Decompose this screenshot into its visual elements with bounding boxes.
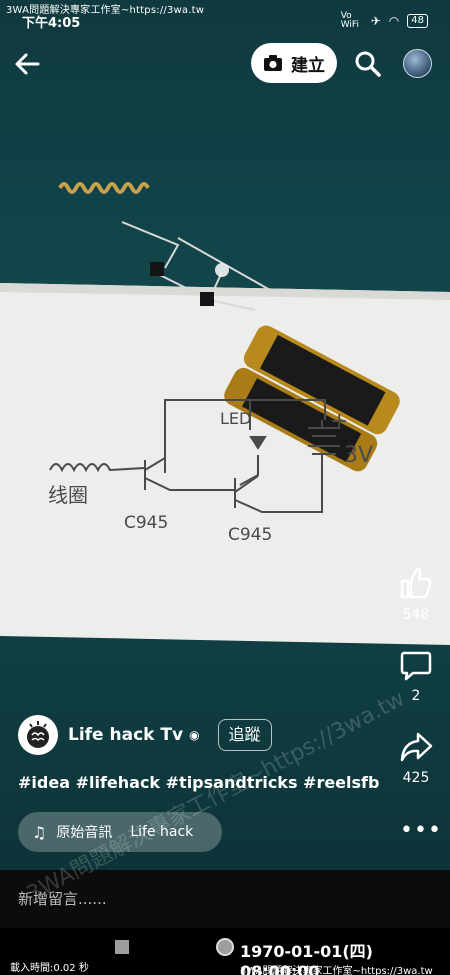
sketch-label-plus: + — [330, 409, 348, 434]
sketch-label-transistor1: C945 — [124, 513, 168, 533]
status-icons: Vo WiFi ✈ ◠ 48 — [341, 12, 428, 30]
create-button-label: 建立 — [291, 55, 325, 76]
sketch-label-transistor2: C945 — [228, 525, 272, 545]
audio-pill[interactable]: ♫ 原始音訊 Life hack — [18, 812, 222, 852]
more-options-icon[interactable]: ••• — [400, 818, 442, 843]
bottom-bar: 1970-01-01(四) 08:00:00 載入時間:0.02 秒 3WA問題… — [0, 928, 450, 975]
share-count: 425 — [402, 770, 430, 786]
home-button[interactable] — [216, 938, 234, 956]
comment-button[interactable]: 2 — [392, 648, 440, 704]
watermark-bottom: 3WA問題解決專家工作室~https://3wa.tw — [240, 966, 433, 975]
arrow-left-icon — [15, 53, 40, 75]
thumbs-up-icon — [400, 567, 432, 599]
search-button[interactable] — [352, 48, 384, 80]
sketch-label-voltage: 3V — [344, 443, 373, 468]
status-bar: 3WA問題解決專家工作室~https://3wa.tw 下午4:05 Vo Wi… — [0, 0, 450, 34]
brain-logo-icon — [27, 721, 49, 748]
wifi-icon: ◠ — [388, 14, 400, 28]
watermark-text: 3WA問題解決專家工作室~https://3wa.tw — [6, 5, 205, 16]
sketch-label-led: LED — [220, 409, 251, 428]
share-arrow-icon — [400, 732, 433, 762]
video-frame[interactable]: LED 3V + 线圈 C945 C945 — [0, 0, 450, 870]
comment-input[interactable]: 新增留言...... — [18, 890, 107, 908]
vowifi-label: Vo WiFi — [340, 11, 359, 30]
status-time: 下午4:05 — [22, 16, 81, 31]
audio-label: 原始音訊 — [56, 825, 113, 841]
comment-bar[interactable]: 新增留言...... — [0, 870, 450, 928]
like-count: 548 — [402, 607, 430, 623]
recents-button[interactable] — [115, 940, 129, 954]
post-hashtags[interactable]: #idea #lifehack #tipsandtricks #reelsfb — [18, 773, 380, 792]
music-note-icon: ♫ — [32, 822, 47, 842]
follow-button[interactable]: 追蹤 — [217, 719, 272, 751]
airplane-icon: ✈ — [370, 14, 381, 28]
comment-bubble-icon — [400, 651, 432, 681]
comment-count: 2 — [411, 688, 421, 704]
back-button[interactable] — [12, 48, 44, 80]
author-row: Life hack Tv ◉ 追蹤 — [18, 715, 272, 755]
datetime-overlay: 1970-01-01(四) 08:00:00 — [240, 942, 373, 975]
video-still: LED 3V + 线圈 C945 C945 — [0, 182, 450, 645]
like-button[interactable]: 548 — [392, 565, 440, 623]
audio-source: Life hack — [130, 824, 194, 840]
sketch-label-coil: 线圈 — [48, 483, 88, 507]
author-avatar[interactable] — [18, 715, 58, 755]
profile-avatar[interactable] — [403, 49, 432, 78]
author-name[interactable]: Life hack Tv — [68, 725, 184, 745]
search-icon — [355, 51, 381, 77]
globe-icon: ◉ — [189, 728, 200, 742]
create-button[interactable]: 建立 — [251, 43, 337, 83]
camera-icon — [264, 55, 282, 71]
battery-indicator: 48 — [407, 14, 428, 28]
share-button[interactable]: 425 — [392, 730, 440, 786]
load-time-text: 載入時間:0.02 秒 — [10, 963, 89, 974]
